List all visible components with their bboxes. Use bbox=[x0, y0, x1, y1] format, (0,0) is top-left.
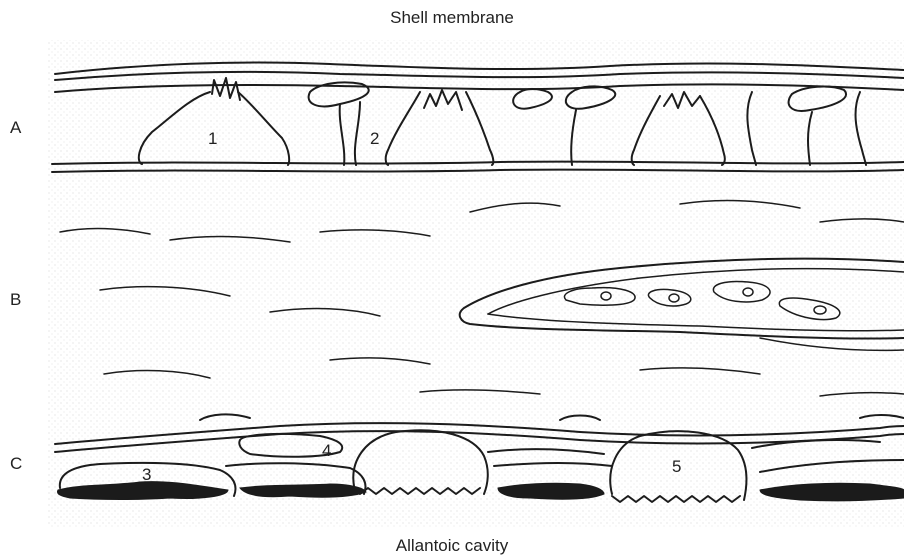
label-4: 4 bbox=[322, 441, 331, 460]
label-3: 3 bbox=[142, 465, 151, 484]
label-5: 5 bbox=[672, 457, 681, 476]
label-1: 1 bbox=[208, 129, 217, 148]
label-2: 2 bbox=[370, 129, 379, 148]
